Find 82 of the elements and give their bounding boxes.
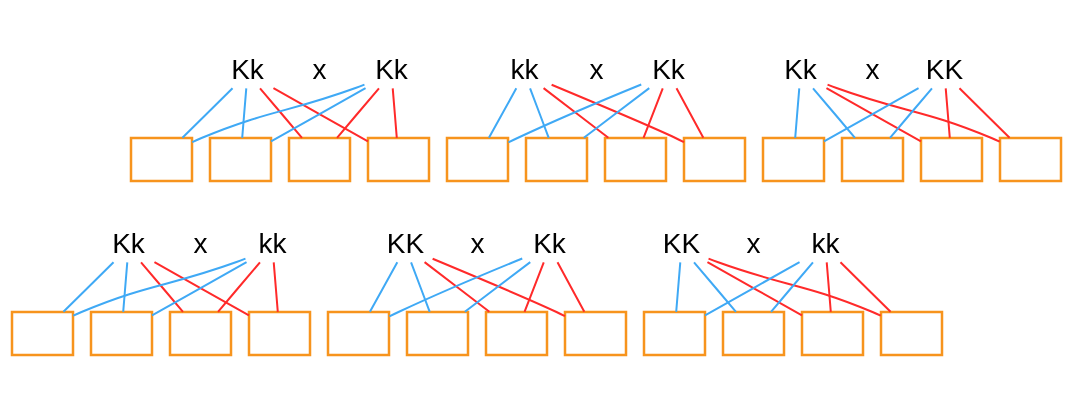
connector <box>693 261 737 313</box>
node-box <box>405 310 470 357</box>
node-box <box>247 310 312 357</box>
connector <box>523 261 545 313</box>
node-box <box>326 310 391 357</box>
connector <box>825 261 832 313</box>
node-text: kk <box>510 54 539 86</box>
label: x <box>193 228 208 260</box>
node-text: KK <box>662 228 701 260</box>
node-text: kk <box>258 228 287 260</box>
connector <box>487 87 518 139</box>
node-box <box>919 136 984 183</box>
connector <box>410 261 431 313</box>
connector <box>217 261 261 313</box>
node-box <box>366 136 431 183</box>
connector <box>770 261 814 313</box>
node-text: Kk <box>533 228 566 260</box>
connector <box>675 87 705 139</box>
connector <box>675 261 682 313</box>
connector <box>507 83 643 144</box>
node-box <box>603 136 668 183</box>
node-box <box>10 310 75 357</box>
connector <box>122 261 129 313</box>
node-text: Kk <box>375 54 408 86</box>
label: x <box>470 228 485 260</box>
connector <box>542 87 610 139</box>
label: x <box>746 228 761 260</box>
node-box <box>89 310 154 357</box>
node-text: Kk <box>231 54 264 86</box>
node-text: KK <box>386 228 425 260</box>
connector <box>463 261 532 313</box>
node-box <box>129 136 194 183</box>
connector <box>958 87 1011 139</box>
node-box <box>563 310 628 357</box>
node-box <box>840 136 905 183</box>
connector <box>431 257 566 318</box>
connector <box>839 261 892 313</box>
connector <box>556 261 586 313</box>
label: x <box>312 54 327 86</box>
connector <box>368 261 399 313</box>
label: x <box>865 54 880 86</box>
node-box <box>287 136 352 183</box>
node-box <box>524 136 589 183</box>
connector <box>62 261 115 313</box>
node-box <box>761 136 826 183</box>
node-box <box>682 136 747 183</box>
node-box <box>642 310 707 357</box>
node-text: KK <box>925 54 964 86</box>
node-box <box>998 136 1063 183</box>
connector <box>826 83 1001 143</box>
node-box <box>208 136 273 183</box>
connector <box>391 87 398 139</box>
node-text: Kk <box>112 228 145 260</box>
node-box <box>484 310 549 357</box>
node-text: Kk <box>784 54 817 86</box>
connector <box>529 87 550 139</box>
node-box <box>721 310 786 357</box>
node-text: kk <box>811 228 840 260</box>
connector <box>707 257 882 317</box>
connector <box>241 87 248 139</box>
node-box <box>445 136 510 183</box>
connector <box>181 87 234 139</box>
node-box <box>800 310 865 357</box>
connector <box>259 87 303 139</box>
connector <box>388 257 524 318</box>
connector <box>272 261 279 313</box>
node-text: Kk <box>652 54 685 86</box>
connector <box>336 87 380 139</box>
connector <box>423 261 491 313</box>
connector <box>582 87 651 139</box>
node-box <box>168 310 233 357</box>
connector <box>550 83 685 144</box>
connector <box>812 87 856 139</box>
connector <box>642 87 664 139</box>
connector <box>140 261 184 313</box>
connector <box>944 87 951 139</box>
connector <box>72 257 247 317</box>
connector <box>794 87 801 139</box>
label: x <box>589 54 604 86</box>
connector <box>191 83 366 144</box>
node-box <box>879 310 944 357</box>
connector <box>889 87 933 139</box>
